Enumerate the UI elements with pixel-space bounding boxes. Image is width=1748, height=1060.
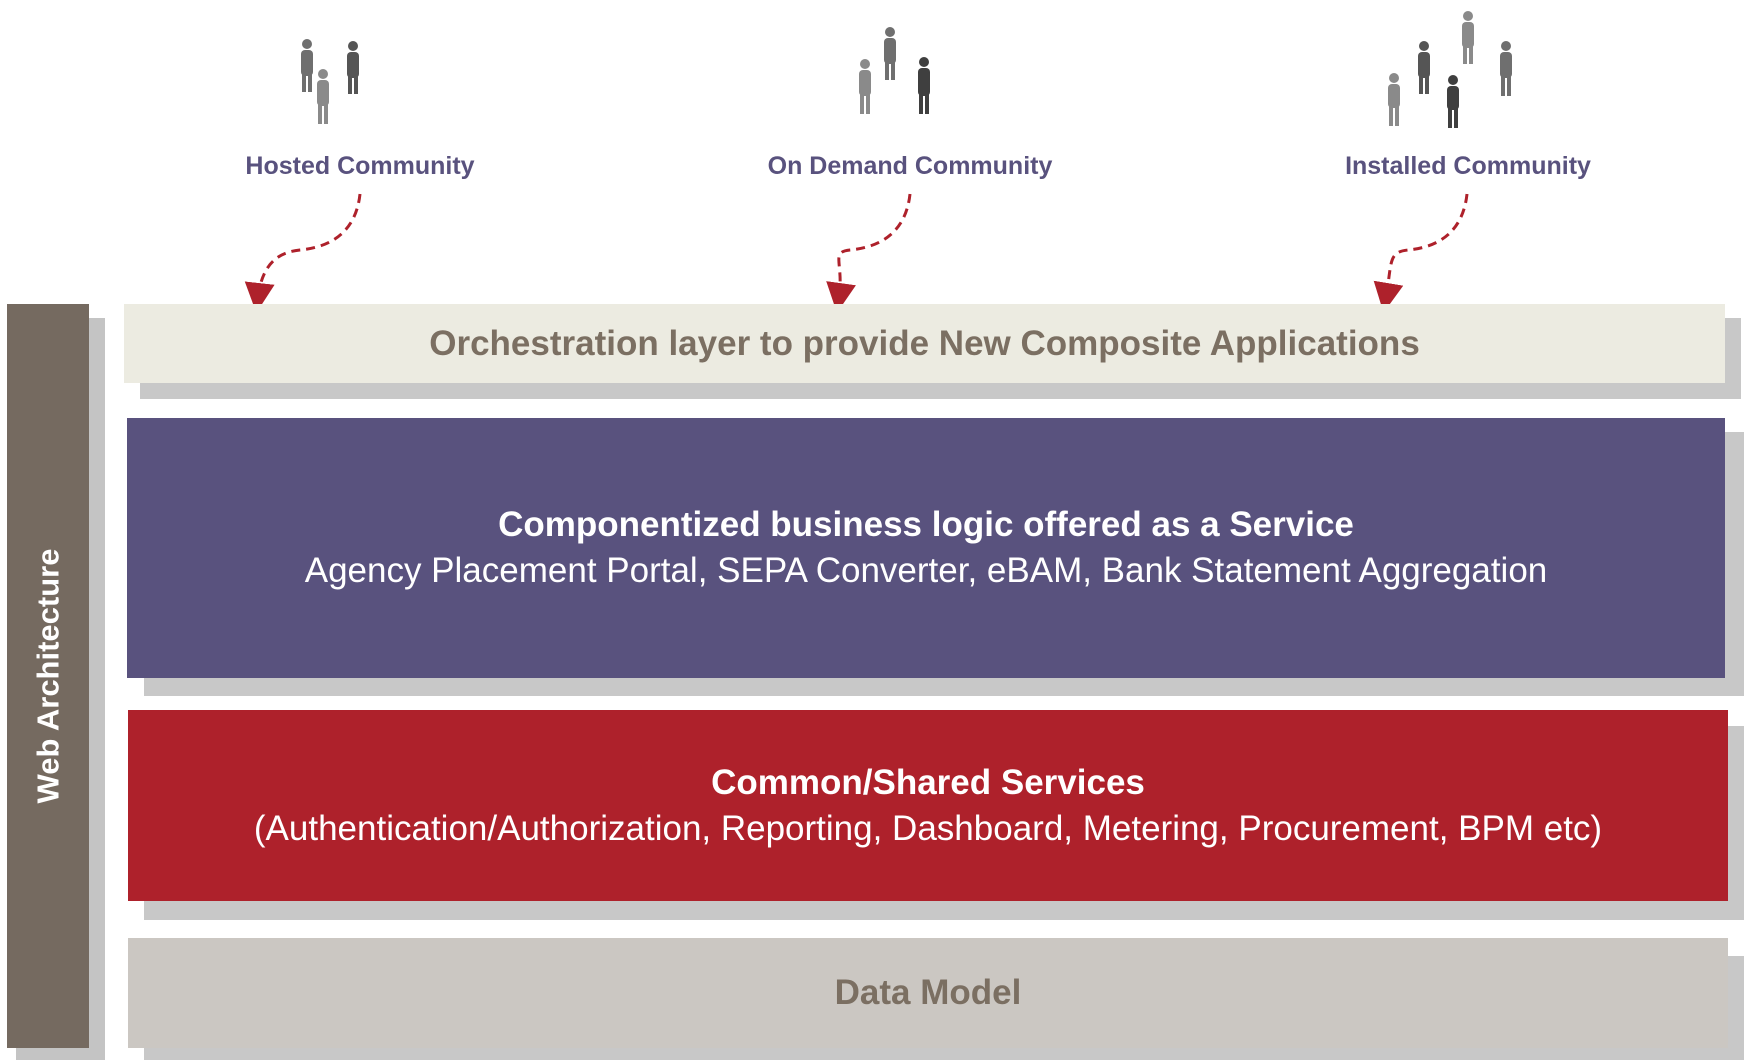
componentized-title: Componentized business logic offered as … (498, 505, 1354, 544)
installed-community-label: Installed Community (1345, 152, 1591, 180)
on-demand-people-icon (859, 27, 930, 114)
componentized-layer: Componentized business logic offered as … (127, 418, 1725, 678)
on-demand-community-label: On Demand Community (767, 152, 1053, 180)
web-architecture-label: Web Architecture (30, 548, 66, 804)
hosted-arrow (244, 193, 362, 313)
data-model-title: Data Model (834, 973, 1022, 1012)
orchestration-title: Orchestration layer to provide New Compo… (429, 323, 1420, 363)
orchestration-layer: Orchestration layer to provide New Compo… (124, 304, 1725, 383)
common-services-subtitle: (Authentication/Authorization, Reporting… (253, 808, 1603, 848)
hosted-people-icon (301, 39, 359, 124)
common-services-layer: Common/Shared Services (Authentication/A… (128, 710, 1728, 901)
community-arrows (244, 193, 1469, 313)
web-architecture-bar: Web Architecture (7, 304, 89, 1048)
componentized-subtitle: Agency Placement Portal, SEPA Converter,… (304, 551, 1548, 590)
on-demand-arrow (826, 193, 912, 313)
installed-arrow (1373, 193, 1469, 313)
common-services-title: Common/Shared Services (711, 762, 1145, 802)
data-model-layer: Data Model (128, 938, 1728, 1048)
hosted-community-label: Hosted Community (245, 152, 475, 180)
installed-people-icon (1388, 11, 1512, 128)
